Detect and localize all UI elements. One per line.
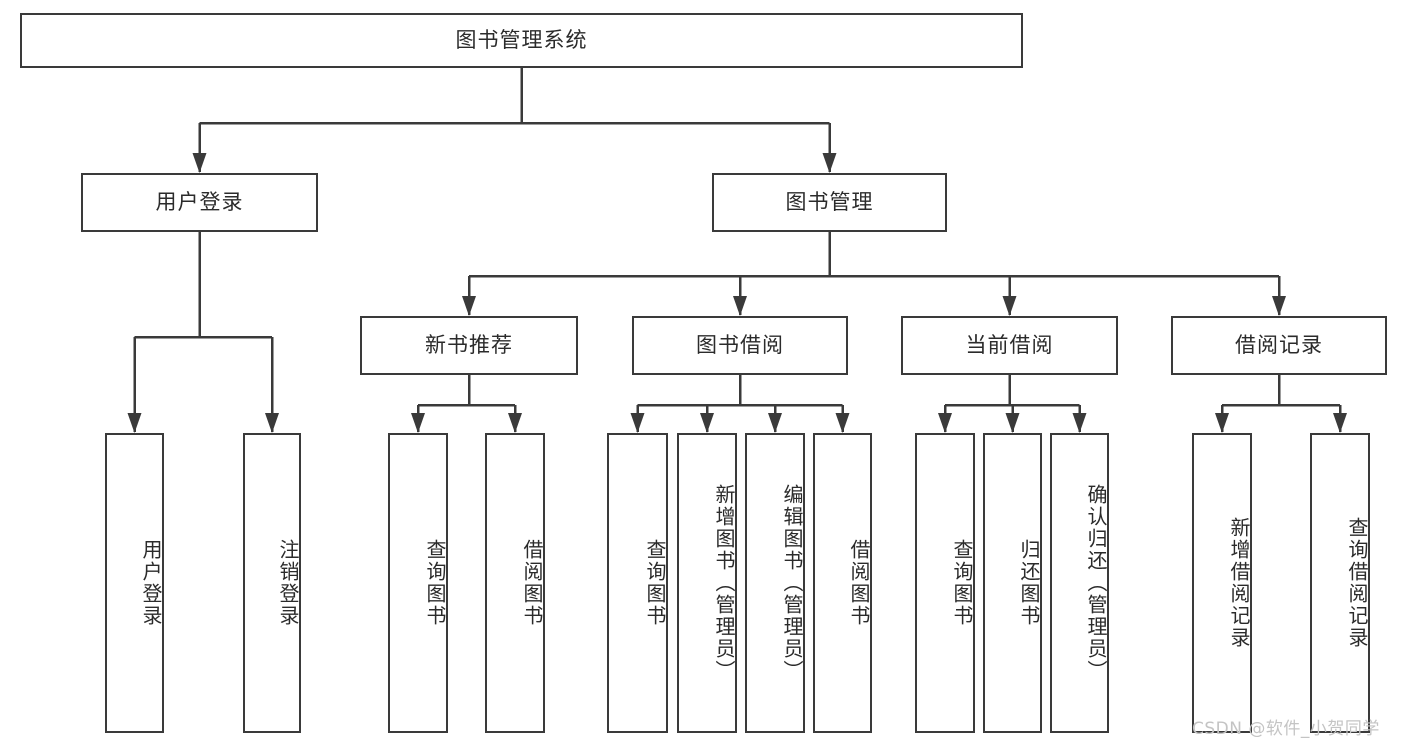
node-label: 查询图书	[643, 539, 667, 627]
node-current[interactable]: 当前借阅	[901, 316, 1118, 375]
node-label: 归还图书	[1017, 539, 1041, 627]
node-label: 新书推荐	[425, 332, 513, 357]
node-label: 借阅图书	[520, 539, 544, 627]
node-label: 借阅图书	[847, 539, 871, 627]
node-label: 图书借阅	[696, 332, 784, 357]
node-label: 查询图书	[950, 539, 974, 627]
node-c2[interactable]: 归还图书	[983, 433, 1042, 733]
node-l2[interactable]: 注销登录	[243, 433, 301, 733]
node-b4[interactable]: 借阅图书	[813, 433, 872, 733]
node-b2[interactable]: 新增图书（管理员）	[677, 433, 737, 733]
node-label: 编辑图书（管理员）	[780, 484, 804, 682]
node-c3[interactable]: 确认归还（管理员）	[1050, 433, 1109, 733]
node-login[interactable]: 用户登录	[81, 173, 318, 232]
watermark: CSDN @软件_小贺同学	[1192, 719, 1380, 739]
node-label: 用户登录	[139, 539, 163, 627]
node-n2[interactable]: 借阅图书	[485, 433, 545, 733]
node-r1[interactable]: 新增借阅记录	[1192, 433, 1252, 733]
node-label: 当前借阅	[965, 332, 1054, 357]
node-label: 借阅记录	[1235, 332, 1323, 357]
node-borrow[interactable]: 图书借阅	[632, 316, 848, 375]
node-label: 查询借阅记录	[1345, 517, 1369, 649]
node-label: 图书管理	[785, 189, 874, 214]
node-label: 用户登录	[155, 189, 244, 214]
node-label: 确认归还（管理员）	[1084, 484, 1108, 682]
node-label: 注销登录	[276, 539, 300, 627]
node-records[interactable]: 借阅记录	[1171, 316, 1387, 375]
node-label: 新增图书（管理员）	[712, 484, 736, 682]
node-r2[interactable]: 查询借阅记录	[1310, 433, 1370, 733]
node-root[interactable]: 图书管理系统	[20, 13, 1023, 68]
node-label: 图书管理系统	[455, 27, 588, 52]
node-l1[interactable]: 用户登录	[105, 433, 164, 733]
node-label: 查询图书	[423, 539, 447, 627]
node-newbook[interactable]: 新书推荐	[360, 316, 578, 375]
node-n1[interactable]: 查询图书	[388, 433, 448, 733]
node-b3[interactable]: 编辑图书（管理员）	[745, 433, 805, 733]
node-bookmgmt[interactable]: 图书管理	[712, 173, 947, 232]
node-b1[interactable]: 查询图书	[607, 433, 668, 733]
node-c1[interactable]: 查询图书	[915, 433, 975, 733]
node-label: 新增借阅记录	[1227, 517, 1251, 649]
